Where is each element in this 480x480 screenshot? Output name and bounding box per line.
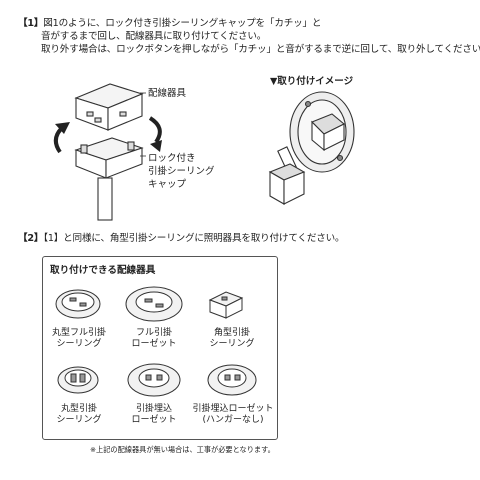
fixture-item-1-line2: シーリング <box>56 339 102 349</box>
mounting-image-drawing <box>268 91 355 205</box>
label-cap-line1: ロック付き <box>148 153 196 164</box>
step1-line1: 図1のように、ロック付き引掛シーリングキャップを「カチッ」と <box>43 18 322 29</box>
fixture-item-2: フル引掛 ローゼット <box>118 328 190 350</box>
ceiling-cap-drawing <box>74 137 144 221</box>
fixture-item-6: 引掛埋込ローゼット (ハンガーなし) <box>190 404 276 426</box>
compatible-fixtures-title: 取り付けできる配線器具 <box>50 265 156 276</box>
fixture-item-3-line2: シーリング <box>209 339 255 349</box>
wiring-device-drawing <box>74 83 144 131</box>
fixture-round-full-ceiling-drawing <box>55 289 101 319</box>
fixture-item-4-line1: 丸型引掛 <box>60 404 97 414</box>
fixture-item-6-line2: (ハンガーなし) <box>202 415 264 425</box>
fixture-square-ceiling-drawing <box>208 291 244 319</box>
step1-illustration: 配線器具 ロック付き 引掛シーリング キャップ ▼取り付けイメージ <box>53 75 355 221</box>
fixture-recessed-rosette-drawing <box>127 363 181 397</box>
fixture-item-6-line1: 引掛埋込ローゼット <box>192 404 274 414</box>
fixture-item-1: 丸型フル引掛 シーリング <box>44 328 114 350</box>
rotate-right-arrow-icon <box>148 116 162 144</box>
fixture-item-3-line1: 角型引掛 <box>213 328 250 338</box>
fixture-item-2-line1: フル引掛 <box>135 328 172 338</box>
fixture-item-4: 丸型引掛 シーリング <box>44 404 114 426</box>
fixture-item-5-line2: ローゼット <box>131 415 177 425</box>
label-cap-line2: 引掛シーリング <box>148 165 215 177</box>
step1-number: 【1】 <box>18 18 44 29</box>
compatible-fixtures-box <box>42 256 278 440</box>
label-wiring-device: 配線器具 <box>148 87 187 99</box>
step1-instructions: 【1】図1のように、ロック付き引掛シーリングキャップを「カチッ」と 音がするまで… <box>18 17 480 56</box>
step2-instructions: 【2】【1】と同様に、角型引掛シーリングに照明器具を取り付けてください。 <box>18 232 345 245</box>
step1-line3: 取り外す場合は、ロックボタンを押しながら「カチッ」と音がするまで逆に回して、取り… <box>41 44 480 55</box>
fixture-recessed-rosette-nohanger-drawing <box>207 364 257 396</box>
fixture-item-5-line1: 引掛埋込 <box>135 404 172 414</box>
step2-number: 【2】 <box>18 233 44 244</box>
fixtures-drawings <box>55 286 257 397</box>
step2-text: 【1】と同様に、角型引掛シーリングに照明器具を取り付けてください。 <box>43 233 345 244</box>
fixture-item-4-line2: シーリング <box>56 415 102 425</box>
label-mounting-image: ▼取り付けイメージ <box>270 75 354 87</box>
fixture-item-5: 引掛埋込 ローゼット <box>118 404 190 426</box>
step1-line2: 音がするまで回し、配線器具に取り付けてください。 <box>41 31 267 42</box>
fixture-item-2-line2: ローゼット <box>131 339 177 349</box>
fixture-item-1-line1: 丸型フル引掛 <box>51 328 106 338</box>
label-cap-line3: キャップ <box>148 179 187 190</box>
fixture-round-ceiling-drawing <box>57 366 99 394</box>
footnote: ※上記の配線器具が無い場合は、工事が必要となります。 <box>90 445 275 454</box>
fixture-item-3: 角型引掛 シーリング <box>196 328 268 350</box>
fixture-full-rosette-drawing <box>125 286 183 322</box>
